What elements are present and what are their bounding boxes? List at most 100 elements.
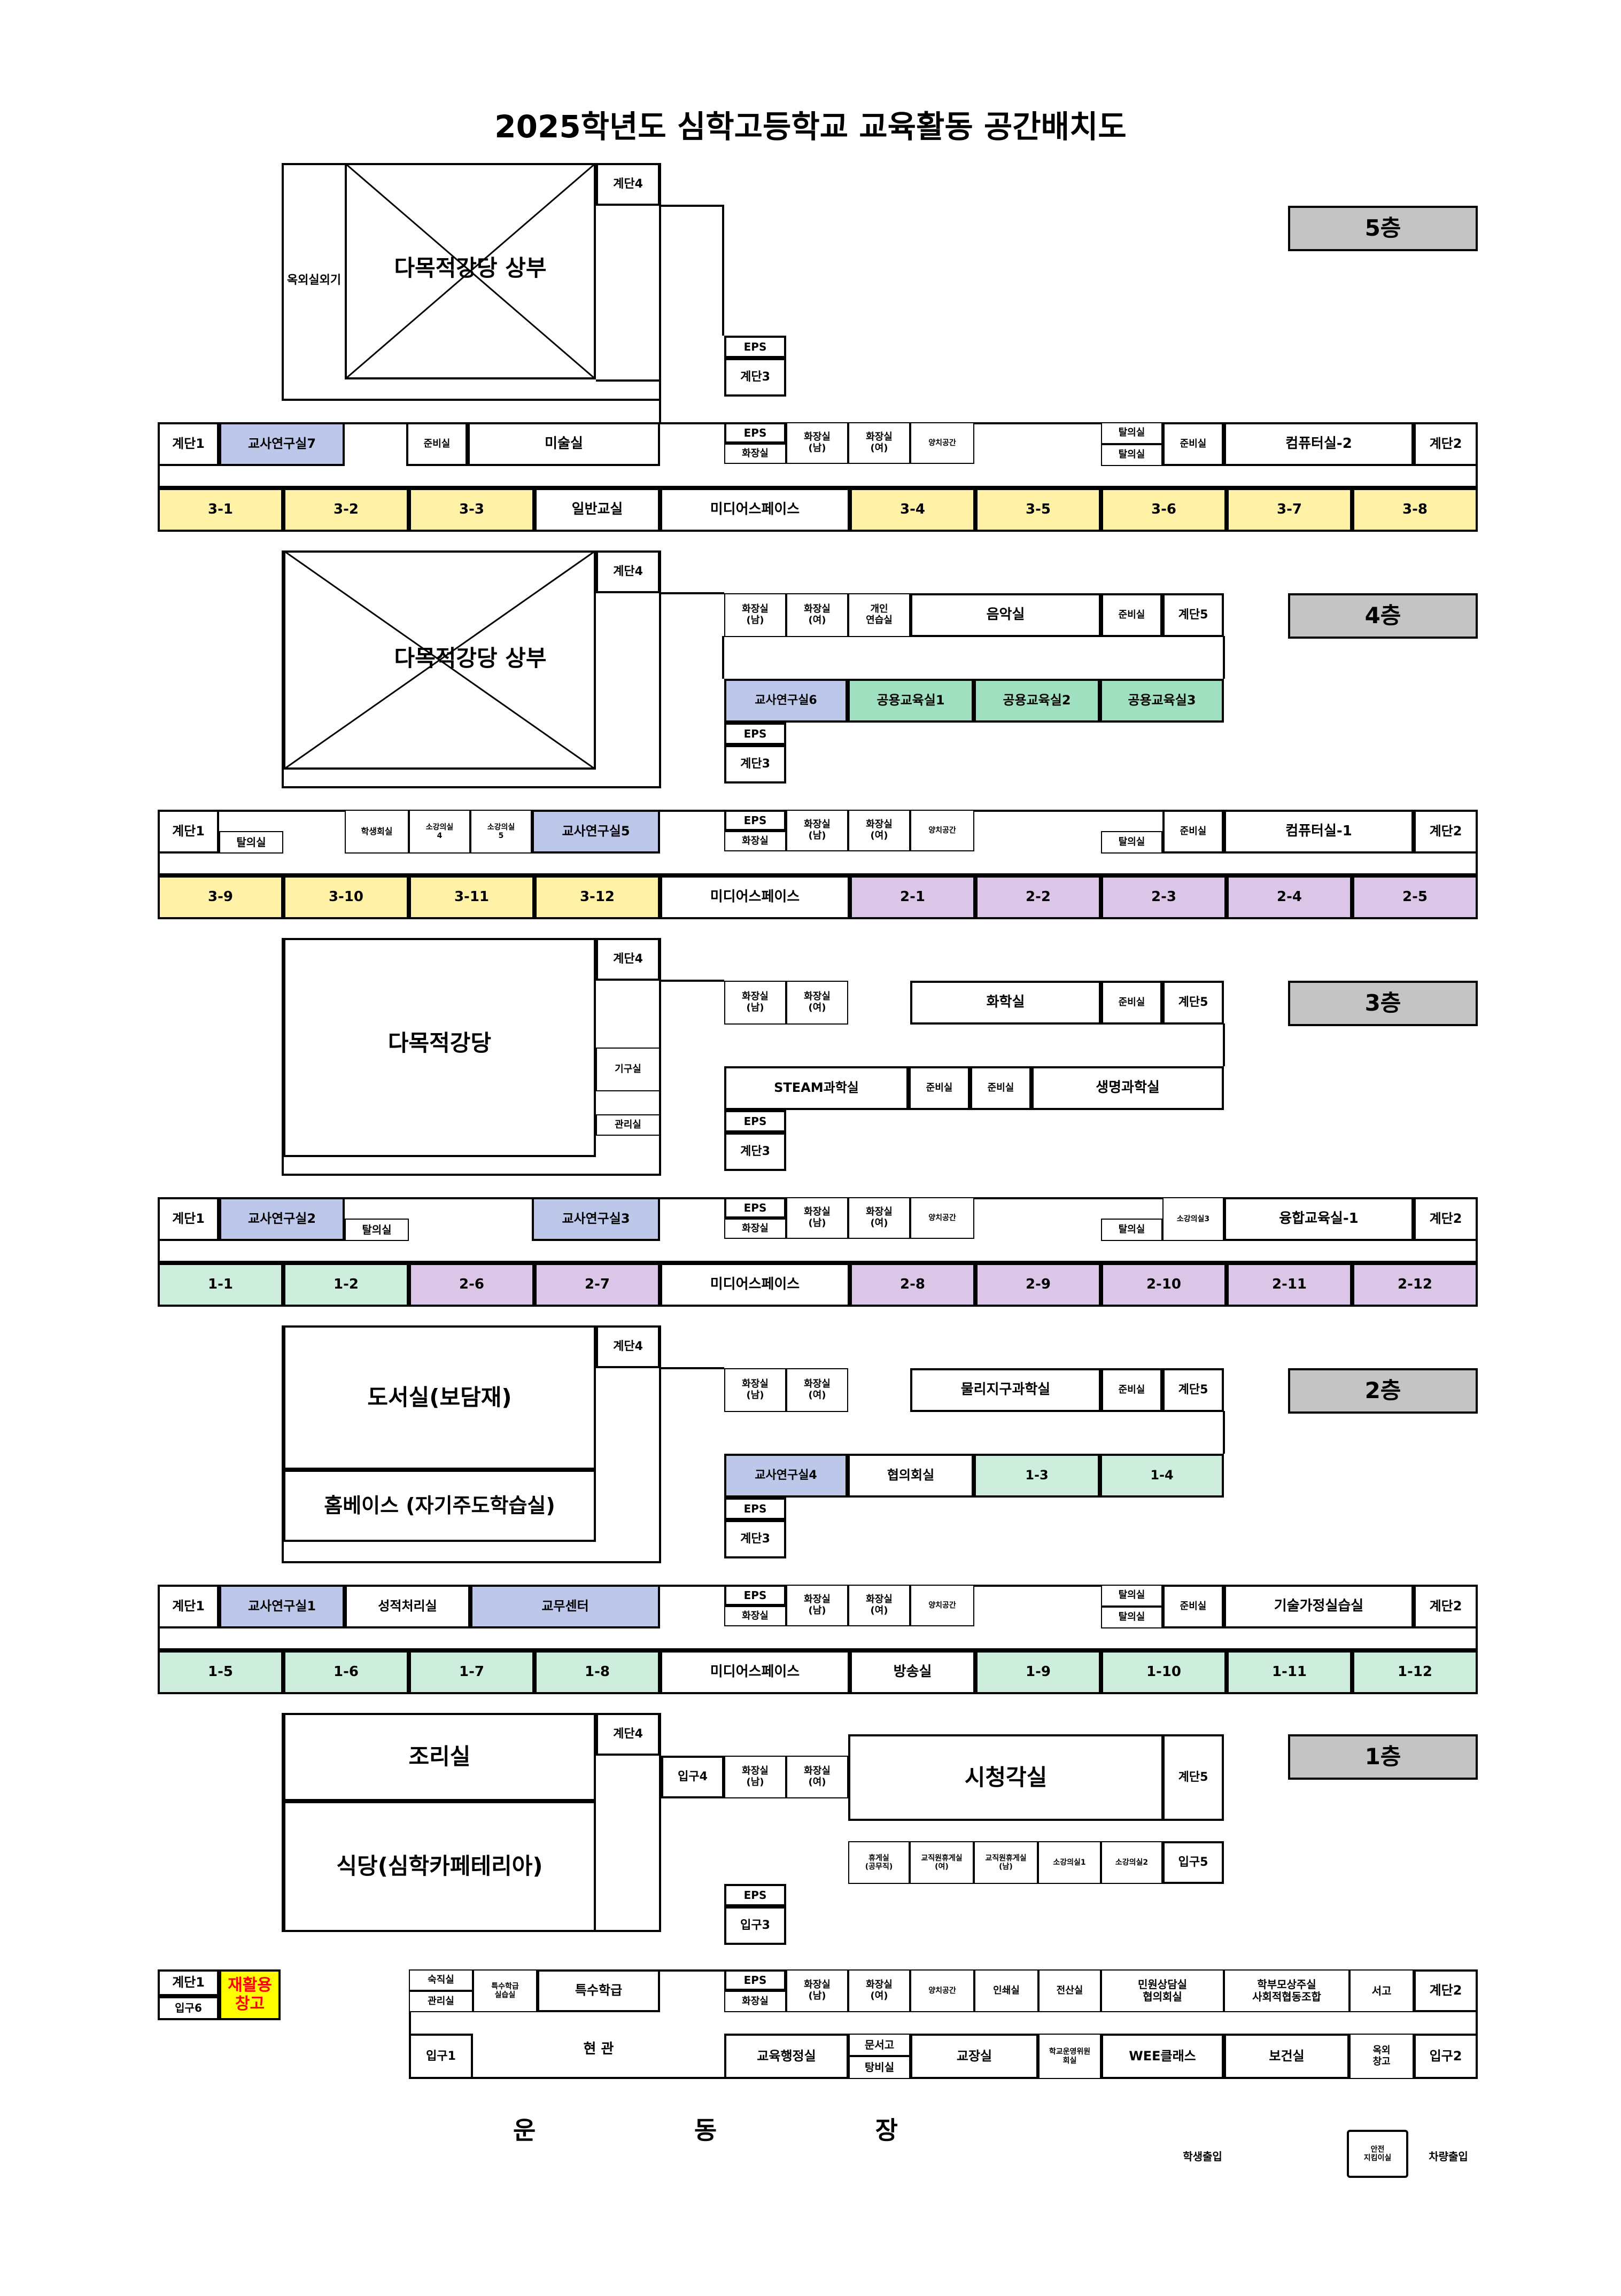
floor4-stair2: 계단2 (1414, 810, 1478, 854)
classroom-floor5-6: 3-5 (975, 488, 1101, 532)
wall-line (659, 379, 661, 425)
floor4-eps_top: EPS (724, 723, 786, 745)
floor2-change1: 탈의실 (1101, 1585, 1162, 1607)
classroom-floor4-4: 미디어스페이스 (660, 875, 850, 919)
floor3-eps: EPS (724, 1197, 786, 1219)
floor5-eps: EPS (724, 422, 786, 444)
floor4-badge: 4층 (1288, 593, 1478, 639)
floor2-stair4: 계단4 (596, 1325, 660, 1368)
floor1-eps: EPS (724, 1969, 786, 1991)
floor1-small2: 소강의실2 (1101, 1841, 1162, 1884)
floor5-computer: 컴퓨터실-2 (1224, 422, 1414, 466)
floor2-space: 양치공간 (910, 1585, 974, 1626)
floor4-lab6: 교사연구실6 (724, 679, 848, 723)
floor4-toilet_m2: 화장실(남) (786, 810, 848, 851)
floor1-principal: 교장실 (910, 2034, 1038, 2079)
classroom-floor4-3: 3-12 (534, 875, 660, 919)
floor4-lab5: 교사연구실5 (532, 810, 660, 854)
classroom-floor5-8: 3-7 (1227, 488, 1352, 532)
floor3-toilet_f: 화장실(여) (786, 981, 848, 1025)
floor1-badge: 1층 (1288, 1734, 1478, 1780)
floor2-r13: 1-3 (974, 1454, 1100, 1498)
homebase-block: 홈베이스 (자기주도학습실) (283, 1470, 596, 1542)
classroom-floor2-6: 1-9 (975, 1650, 1101, 1694)
floor2-toilet_f: 화장실(여) (786, 1368, 848, 1412)
student-entry: 학생출입 (1183, 2150, 1222, 2163)
floor2-badge: 2층 (1288, 1368, 1478, 1414)
floor3-stair2: 계단2 (1414, 1197, 1478, 1241)
floor3-small3: 소강의실3 (1162, 1197, 1224, 1241)
playground-char: 운 (513, 2116, 536, 2145)
classroom-floor4-8: 2-4 (1227, 875, 1352, 919)
floor5-change2: 탈의실 (1101, 444, 1162, 466)
floor3-lab3: 교사연구실3 (532, 1197, 660, 1241)
floor4-shared2: 공용교육실2 (974, 679, 1100, 723)
classroom-floor5-1: 3-2 (283, 488, 409, 532)
classroom-floor4-0: 3-9 (158, 875, 283, 919)
void-cross (345, 163, 596, 379)
floor4-toilet_m: 화장실(남) (724, 593, 786, 637)
floor2-stair2: 계단2 (1414, 1585, 1478, 1628)
wall-line (1223, 1023, 1225, 1066)
floor1-fitting: 탕비실 (849, 2056, 910, 2079)
floor2-earth: 물리지구과학실 (910, 1368, 1101, 1412)
classroom-floor3-7: 2-10 (1101, 1263, 1227, 1307)
floor4-stair3: 계단3 (724, 745, 786, 784)
floor2-toilet_m: 화장실(남) (724, 1368, 786, 1412)
floor4-stair5: 계단5 (1162, 593, 1224, 637)
classroom-floor3-0: 1-1 (158, 1263, 283, 1307)
floor1-print: 인쇄실 (974, 1969, 1038, 2012)
classroom-floor3-5: 2-8 (850, 1263, 975, 1307)
floor5-stair4: 계단4 (596, 163, 660, 206)
classroom-floor4-2: 3-11 (409, 875, 534, 919)
playground-char: 장 (875, 2116, 898, 2145)
floor5-stair1: 계단1 (158, 422, 219, 466)
classroom-floor5-4: 미디어스페이스 (660, 488, 850, 532)
floor2-eps: EPS (724, 1585, 786, 1606)
classroom-floor5-0: 3-1 (158, 488, 283, 532)
floor3-toilet_m2: 화장실(남) (786, 1197, 848, 1239)
floor2-meeting: 협의회실 (848, 1454, 974, 1498)
floor1-entrance4: 입구4 (661, 1756, 724, 1798)
floor3-restroom: 화장실 (724, 1219, 786, 1239)
floor2-toilet_m2: 화장실(남) (786, 1585, 848, 1626)
wall-line (660, 205, 724, 207)
floor1-entrance6: 입구6 (158, 1996, 219, 2020)
floor4-shared1: 공용교육실1 (848, 679, 974, 723)
floor2-tech: 기술가정실습실 (1224, 1585, 1414, 1628)
void-cross (283, 550, 596, 770)
classroom-floor2-0: 1-5 (158, 1650, 283, 1694)
floor2-r14: 1-4 (1100, 1454, 1224, 1498)
floor5-toilet_m: 화장실(남) (786, 422, 848, 464)
floor3-chem: 화학실 (910, 981, 1101, 1025)
floor3-change: 탈의실 (345, 1219, 409, 1241)
floor3-prep_a: 준비실 (909, 1066, 970, 1110)
floor2-stair3: 계단3 (724, 1520, 786, 1558)
floor5-lab7: 교사연구실7 (219, 422, 345, 466)
floor2-lab4: 교사연구실4 (724, 1454, 848, 1498)
classroom-floor2-5: 방송실 (850, 1650, 975, 1694)
hall-label-4: 다목적강당 상부 (394, 645, 547, 672)
floor5-stair3: 계단3 (724, 358, 786, 397)
floor3-prep_chem: 준비실 (1101, 981, 1162, 1025)
classroom-floor4-1: 3-10 (283, 875, 409, 919)
classroom-floor2-4: 미디어스페이스 (660, 1650, 850, 1694)
floor4-space: 양치공간 (910, 810, 974, 851)
floor3-eps_top: EPS (724, 1110, 786, 1133)
floor4-eps: EPS (724, 810, 786, 831)
hall-void-3 (283, 938, 596, 1157)
cafeteria-block: 식당(심학카페테리아) (283, 1801, 596, 1932)
classroom-floor2-3: 1-8 (534, 1650, 660, 1694)
floor4-computer: 컴퓨터실-1 (1224, 810, 1414, 854)
playground-char: 동 (694, 2116, 717, 2145)
floor3-toilet_f2: 화장실(여) (848, 1197, 910, 1239)
floor1-eps_top: EPS (724, 1884, 786, 1906)
floor5-prep2: 준비실 (1162, 422, 1224, 466)
